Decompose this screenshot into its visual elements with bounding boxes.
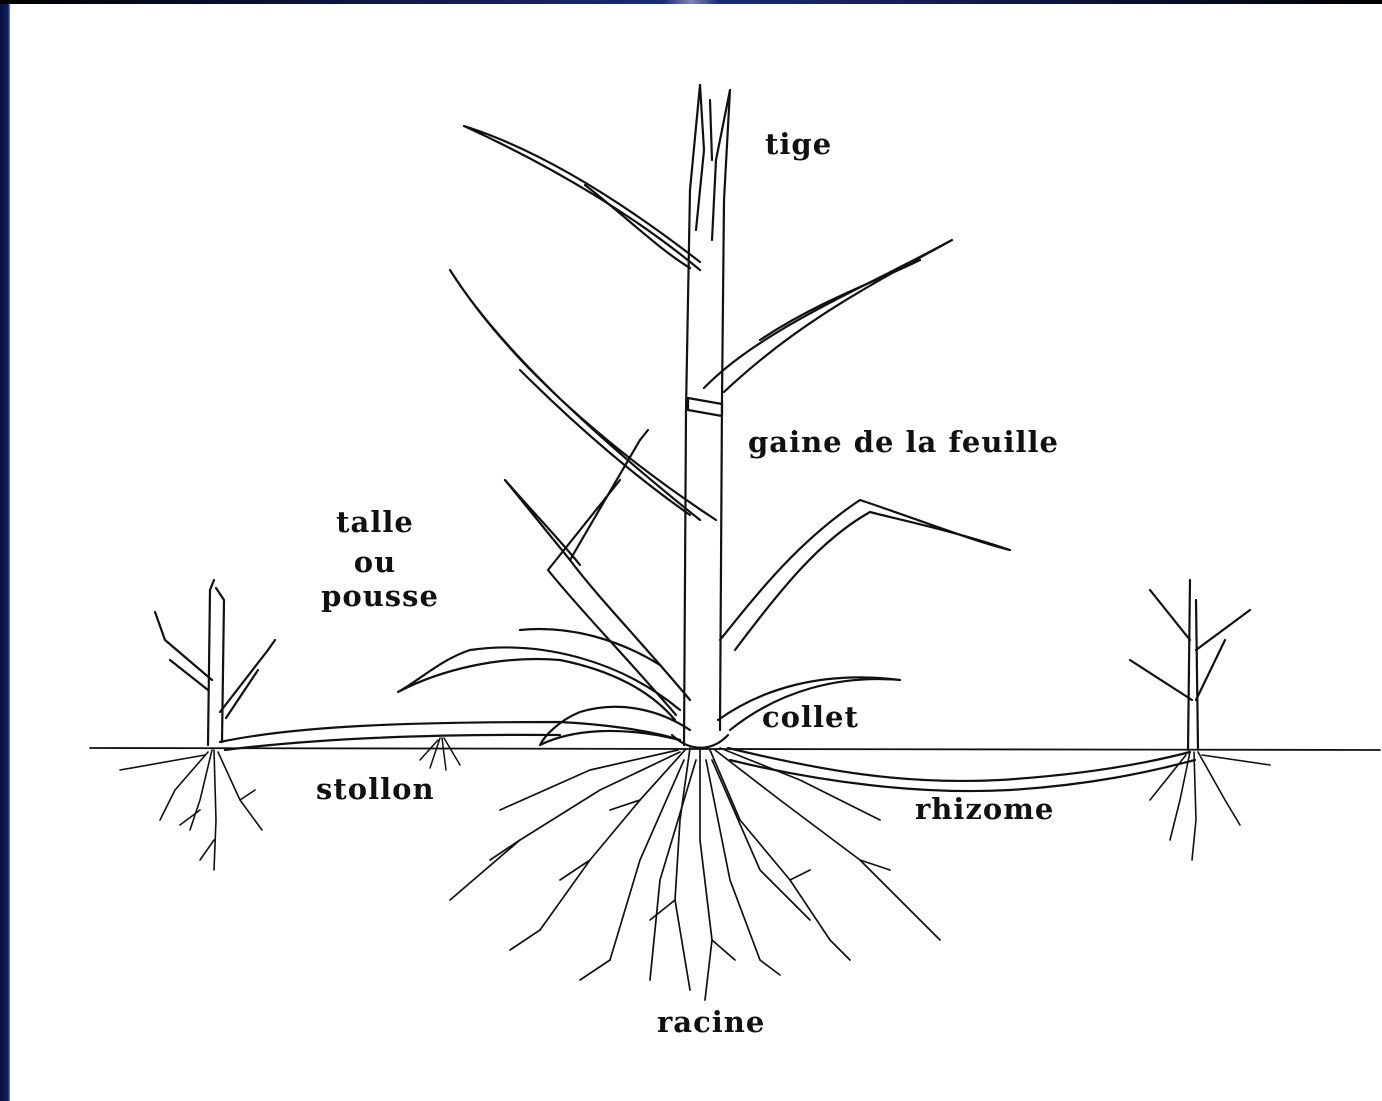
leaf-lower-right bbox=[720, 500, 1010, 650]
leaf-top-left bbox=[464, 126, 700, 270]
talle-shoot bbox=[505, 430, 690, 715]
label-racine: racine bbox=[657, 1008, 765, 1037]
label-pousse: pousse bbox=[300, 582, 460, 611]
left-small-plant bbox=[155, 580, 275, 745]
leaf-lower-left bbox=[398, 629, 680, 720]
label-talle: talle bbox=[300, 508, 450, 537]
label-gaine-de-la-feuille: gaine de la feuille bbox=[748, 428, 1059, 457]
label-stollon: stollon bbox=[316, 775, 435, 804]
leaf-upper-right bbox=[704, 240, 952, 392]
label-ou: ou bbox=[300, 548, 450, 577]
leaf-middle-left bbox=[450, 270, 716, 520]
collet-base bbox=[672, 735, 728, 748]
label-collet: collet bbox=[762, 703, 859, 732]
stolon-node-roots bbox=[420, 738, 460, 770]
main-stem bbox=[684, 85, 730, 745]
label-tige: tige bbox=[765, 130, 832, 159]
left-small-plant-roots bbox=[120, 750, 262, 870]
right-small-plant bbox=[1130, 580, 1250, 750]
label-rhizome: rhizome bbox=[915, 795, 1054, 824]
right-small-plant-roots bbox=[1150, 752, 1270, 860]
